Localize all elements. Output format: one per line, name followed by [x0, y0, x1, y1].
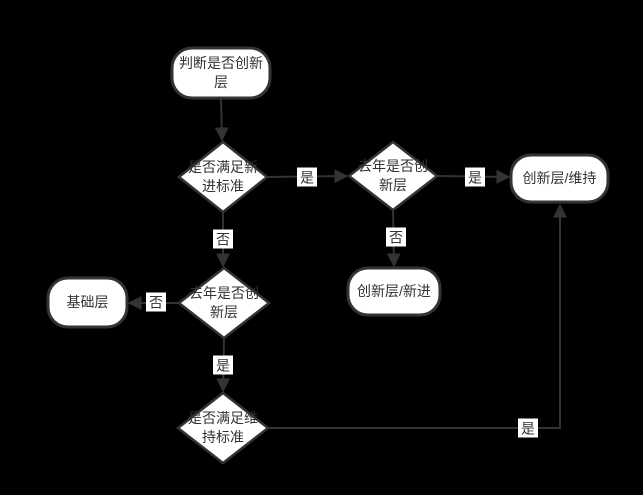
- new-entry-node-shape: [346, 266, 442, 317]
- new-entry-node-label: 创新层/新进: [357, 283, 431, 299]
- edge-label-last-year-left-yes: 是: [213, 355, 233, 375]
- check-new-diamond-shape: [176, 140, 270, 214]
- edge-label-check-new-no: 否: [213, 229, 233, 249]
- base-tier-node: 基础层: [48, 278, 127, 327]
- maintain-node-label: 创新层/维持: [522, 170, 597, 186]
- check-maintain-diamond-shape: [175, 391, 271, 465]
- last-year-top-node-label: 去年是否创新层: [358, 158, 428, 193]
- check-maintain-node-label: 是否满足维持标准: [188, 410, 258, 445]
- edge-label-last-year-top-no: 否: [386, 227, 406, 247]
- maintain-node: 创新层/维持: [511, 155, 608, 202]
- last-year-left-node-label: 去年是否创新层: [189, 285, 259, 320]
- check-maintain-node: 是否满足维持标准: [178, 393, 268, 463]
- edge-label-last-year-top-yes: 是: [465, 167, 485, 187]
- edge-label-last-year-left-no: 否: [146, 292, 166, 312]
- last-year-left-diamond-shape: [176, 266, 272, 340]
- start-node-shape: [170, 46, 272, 100]
- check-new-node-label: 是否满足新进标准: [188, 159, 258, 194]
- check-new-node: 是否满足新进标准: [179, 142, 267, 212]
- base-tier-node-label: 基础层: [66, 294, 109, 310]
- last-year-top-node: 去年是否创新层: [349, 142, 437, 210]
- new-entry-node: 创新层/新进: [348, 268, 440, 315]
- edge-label-check-maintain-yes: 是: [518, 418, 538, 438]
- start-node: 判断是否创新层: [172, 48, 270, 98]
- base-tier-node-shape: [46, 276, 129, 329]
- edge-check-maintain-yes-to-maintain: [268, 203, 567, 429]
- last-year-top-diamond-shape: [346, 140, 440, 212]
- edge-label-check-new-yes: 是: [297, 167, 317, 187]
- start-node-label: 判断是否创新层: [179, 55, 263, 90]
- edge-start-to-check-new: [214, 97, 229, 142]
- maintain-node-shape: [509, 153, 610, 204]
- last-year-left-node: 去年是否创新层: [179, 268, 269, 338]
